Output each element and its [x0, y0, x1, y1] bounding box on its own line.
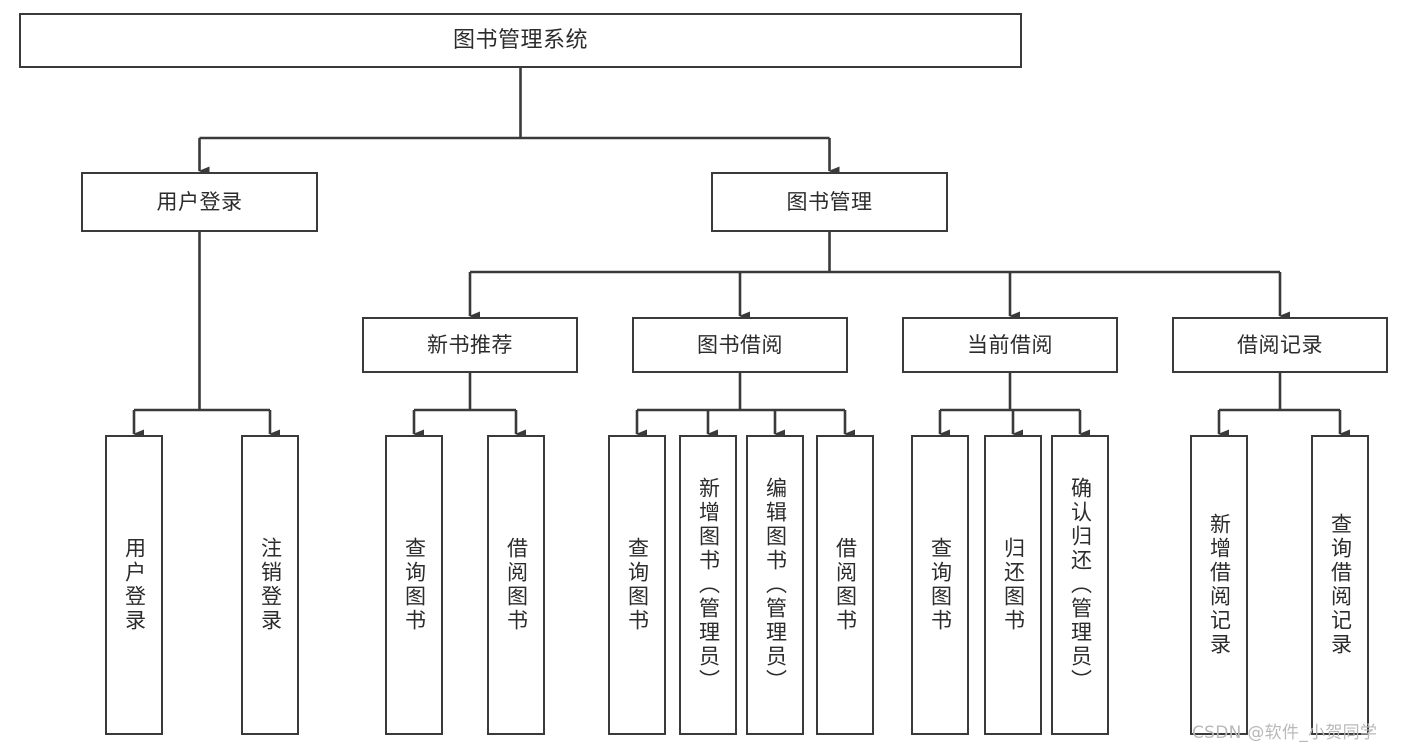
edge-group: [132, 68, 1350, 439]
node-leaf_user_login[interactable]: 用户登录: [105, 435, 163, 735]
node-label: 注销登录: [258, 537, 283, 633]
node-current_borrow[interactable]: 当前借阅: [902, 317, 1118, 373]
node-label: 图书借阅: [697, 332, 783, 357]
node-label: 用户登录: [122, 537, 147, 633]
node-label: 当前借阅: [967, 332, 1053, 357]
node-leaf_user_logout[interactable]: 注销登录: [241, 435, 299, 735]
node-label: 新书推荐: [427, 332, 513, 357]
node-label: 图书管理: [786, 189, 873, 214]
node-new_book_rec[interactable]: 新书推荐: [362, 317, 578, 373]
node-label: 查询图书: [928, 537, 953, 633]
node-label: 编辑图书（管理员）: [763, 477, 788, 693]
node-label: 借阅记录: [1237, 332, 1323, 357]
node-label: 借阅图书: [833, 537, 858, 633]
node-borrow_record[interactable]: 借阅记录: [1172, 317, 1388, 373]
node-label: 查询图书: [625, 537, 650, 633]
node-leaf_query_book_2[interactable]: 查询图书: [608, 435, 666, 735]
watermark: CSDN @软件_小贺同学: [1192, 723, 1378, 743]
node-leaf_query_record[interactable]: 查询借阅记录: [1311, 435, 1369, 735]
node-label: 借阅图书: [504, 537, 529, 633]
node-label: 新增借阅记录: [1207, 513, 1232, 657]
node-leaf_borrow_book_2[interactable]: 借阅图书: [816, 435, 874, 735]
node-label: 确认归还（管理员）: [1068, 477, 1093, 693]
node-leaf_borrow_book_1[interactable]: 借阅图书: [487, 435, 545, 735]
node-leaf_add_book[interactable]: 新增图书（管理员）: [679, 435, 737, 735]
node-label: 新增图书（管理员）: [696, 477, 721, 693]
node-leaf_confirm_return[interactable]: 确认归还（管理员）: [1051, 435, 1109, 735]
node-root[interactable]: 图书管理系统: [19, 13, 1022, 68]
node-label: 查询图书: [402, 537, 427, 633]
node-user_login[interactable]: 用户登录: [81, 172, 318, 232]
node-label: 图书管理系统: [452, 27, 588, 53]
node-leaf_query_book_3[interactable]: 查询图书: [911, 435, 969, 735]
node-leaf_add_record[interactable]: 新增借阅记录: [1190, 435, 1248, 735]
node-leaf_edit_book[interactable]: 编辑图书（管理员）: [746, 435, 804, 735]
node-leaf_query_book_1[interactable]: 查询图书: [385, 435, 443, 735]
node-label: 用户登录: [156, 189, 243, 214]
node-book_borrow[interactable]: 图书借阅: [632, 317, 848, 373]
node-book_manage[interactable]: 图书管理: [711, 172, 948, 232]
node-label: 查询借阅记录: [1328, 513, 1353, 657]
node-label: 归还图书: [1001, 537, 1026, 633]
node-leaf_return_book[interactable]: 归还图书: [984, 435, 1042, 735]
